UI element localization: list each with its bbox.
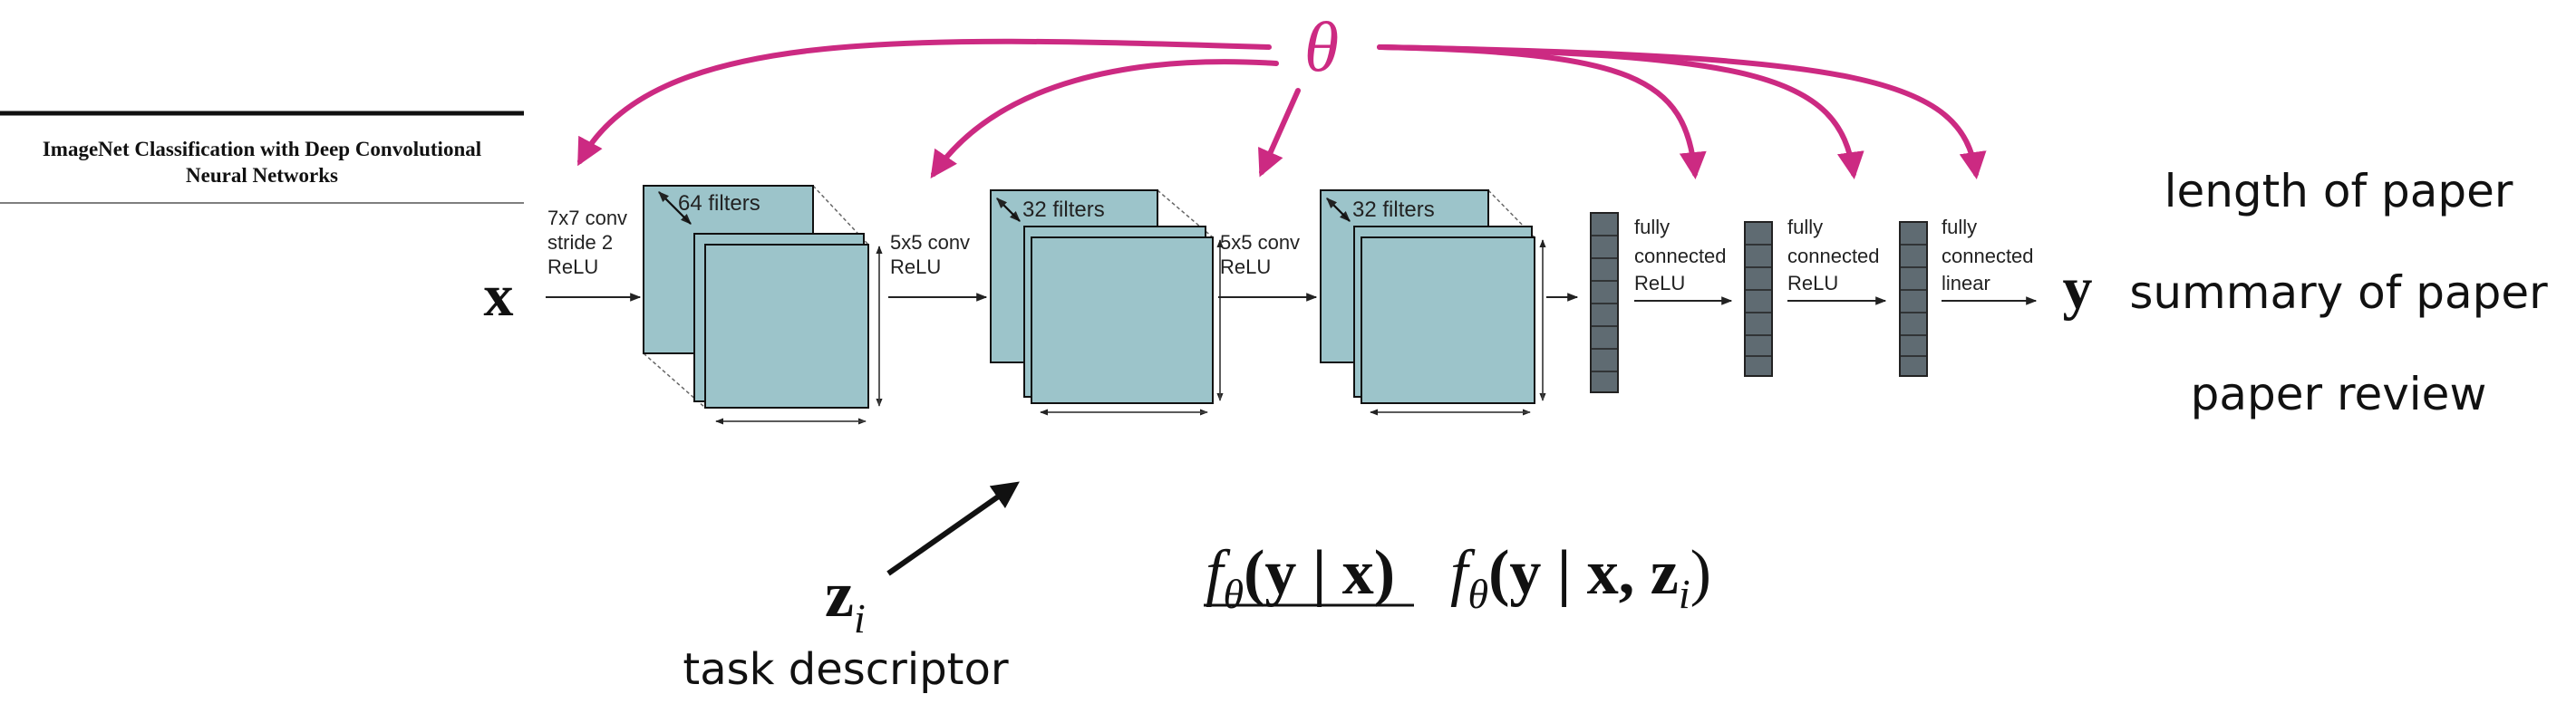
fc2-vector xyxy=(1744,221,1773,377)
formula2-close: ) xyxy=(1690,538,1711,608)
fc1-label-line3: ReLU xyxy=(1634,272,1685,294)
theta-symbol: θ xyxy=(1304,7,1339,86)
formula-conditioned: fθ(y | x, zi) xyxy=(1450,538,1711,617)
conv3-map-front xyxy=(1361,236,1535,404)
paper-title-line2: Neural Networks xyxy=(186,164,338,187)
output-options: length of paper summary of paper paper r… xyxy=(2129,165,2548,420)
output-option-summary: summary of paper xyxy=(2129,266,2548,319)
svg-text:fθ(y | x): fθ(y | x) xyxy=(1206,538,1395,617)
conv1-map-front xyxy=(704,244,869,409)
formula1-theta: θ xyxy=(1223,571,1244,617)
conv2-op-line1: 5x5 conv xyxy=(890,231,970,254)
conv3-op-line2: ReLU xyxy=(1220,255,1271,278)
conv-layer-3: 5x5 conv ReLU 32 filters xyxy=(1218,189,1579,416)
formula-crossed: fθ(y | x) xyxy=(1204,538,1414,617)
fc2-label-line3: ReLU xyxy=(1787,272,1838,294)
theta-arrow-fc3 xyxy=(1377,44,1987,179)
fc2-label-line2: connected xyxy=(1787,245,1880,267)
formula2-body: (y | x, z xyxy=(1488,538,1679,608)
conv2-map-front xyxy=(1031,236,1214,404)
formula1-body: (y | x) xyxy=(1244,538,1395,608)
fc3-label-line1: fully xyxy=(1942,216,1977,238)
conv1-filters-label: 64 filters xyxy=(678,191,760,216)
conv3-filters-label: 32 filters xyxy=(1352,198,1435,222)
formula2-zsub: i xyxy=(1679,571,1690,617)
output-option-review: paper review xyxy=(2191,368,2487,420)
task-descriptor: zi task descriptor xyxy=(683,481,1020,695)
svg-text:fθ(y | x, zi): fθ(y | x, zi) xyxy=(1450,538,1711,617)
theta-arrow-fc1 xyxy=(1377,44,1707,179)
task-symbol-subscript: i xyxy=(854,595,866,641)
output-option-length: length of paper xyxy=(2164,165,2513,217)
conv1-op-line2: stride 2 xyxy=(547,231,613,254)
fc3-label-line2: connected xyxy=(1942,245,2034,267)
fc1-label-line2: connected xyxy=(1634,245,1727,267)
paper-title-line1: ImageNet Classification with Deep Convol… xyxy=(43,138,481,160)
fc1-vector xyxy=(1590,212,1619,393)
fc3-vector xyxy=(1899,221,1928,377)
task-symbol-z: z xyxy=(825,558,854,631)
task-descriptor-label: task descriptor xyxy=(683,644,1008,695)
conv1-op-line1: 7x7 conv xyxy=(547,207,627,229)
conv2-filters-label: 32 filters xyxy=(1022,198,1105,222)
conv-layer-1: 7x7 conv stride 2 ReLU 64 filters xyxy=(546,185,883,425)
theta-arrow-layer1 xyxy=(577,38,1272,167)
theta-arrow-layer2 xyxy=(930,59,1279,178)
fc-layer-2: fully connected ReLU xyxy=(1744,216,1887,377)
conv2-op-line2: ReLU xyxy=(890,255,941,278)
conv1-op-line3: ReLU xyxy=(547,255,598,278)
conv1-depth-lines xyxy=(812,185,869,408)
fc-layer-3: fully connected linear xyxy=(1899,216,2038,377)
paper-title-card: ImageNet Classification with Deep Convol… xyxy=(0,111,524,204)
theta-arrow-layer3 xyxy=(1258,88,1301,178)
theta-arrows xyxy=(577,38,1987,179)
conv-layer-2: 5x5 conv ReLU 32 filters xyxy=(888,189,1224,416)
formula2-theta: θ xyxy=(1467,571,1488,617)
fc-layer-1: fully connected ReLU xyxy=(1590,212,1733,393)
input-x: x xyxy=(484,263,514,329)
fc2-label-line1: fully xyxy=(1787,216,1823,238)
fc3-label-line3: linear xyxy=(1942,272,1990,294)
task-symbol: zi xyxy=(825,558,866,641)
fc1-label-line1: fully xyxy=(1634,216,1670,238)
task-descriptor-arrow xyxy=(886,481,1020,576)
conv3-op-line1: 5x5 conv xyxy=(1220,231,1300,254)
output-y: y xyxy=(2063,255,2093,322)
